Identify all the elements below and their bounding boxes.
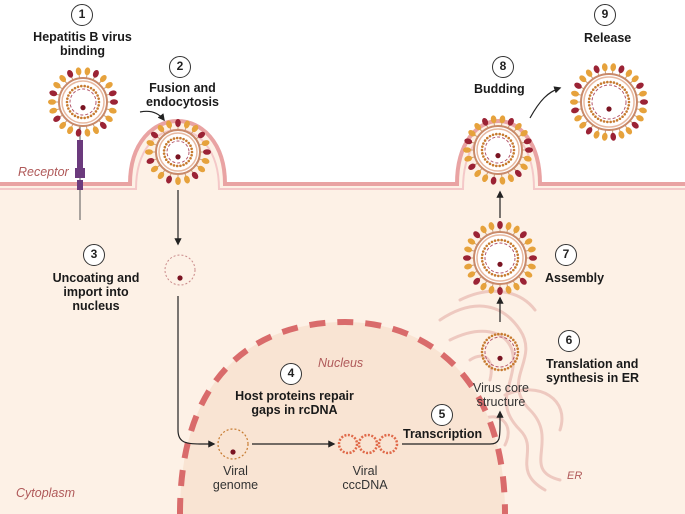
- step-9-number: 9: [594, 4, 616, 26]
- step-8-label: Budding: [474, 82, 525, 96]
- step-4-number: 4: [280, 363, 302, 385]
- step-7-number: 7: [555, 244, 577, 266]
- step-8-number: 8: [492, 56, 514, 78]
- viral-genome-label: Viral genome: [212, 464, 259, 492]
- step-3-label: Uncoating and import into nucleus: [52, 271, 140, 313]
- hbv-virion-binding: [48, 67, 118, 137]
- hbv-virion-budding: [463, 115, 533, 185]
- hbv-virion-released: [570, 63, 648, 141]
- step-6-number: 6: [558, 330, 580, 352]
- step-1-label: Hepatitis B virus binding: [33, 30, 132, 58]
- nucleus-label: Nucleus: [318, 356, 364, 370]
- nucleus: [180, 322, 505, 514]
- step-7-label: Assembly: [545, 271, 605, 285]
- step-4-label: Host proteins repair gaps in rcDNA: [235, 389, 354, 417]
- step-9-label: Release: [584, 31, 632, 45]
- step-2-label: Fusion and endocytosis: [146, 81, 219, 109]
- step-2-number: 2: [169, 56, 191, 78]
- step-5-number: 5: [431, 404, 453, 426]
- viral-genome-rcdna: [217, 428, 249, 460]
- virus-core-structure: [480, 332, 520, 372]
- hbv-virion-assembly: [463, 221, 537, 295]
- step-6-label: Translation and synthesis in ER: [546, 357, 640, 385]
- viral-cccdna-label: Viral cccDNA: [342, 464, 388, 492]
- receptor-protein: [75, 125, 85, 220]
- uncoated-capsid: [164, 254, 196, 286]
- pathway-arrows: [139, 86, 562, 448]
- step-1-number: 1: [71, 4, 93, 26]
- cell-membrane: [0, 119, 685, 186]
- endoplasmic-reticulum: [438, 289, 564, 492]
- step-3-number: 3: [83, 244, 105, 266]
- er-label: ER: [567, 470, 583, 482]
- receptor-label: Receptor: [18, 165, 69, 179]
- virus-core-label: Virus core structure: [472, 381, 530, 409]
- cytoplasm: [0, 121, 685, 514]
- nuclear-envelope: [177, 318, 508, 514]
- cytoplasm-label: Cytoplasm: [16, 486, 76, 500]
- hbv-virion-endocytosis: [145, 119, 211, 185]
- viral-cccdna: [337, 433, 399, 455]
- step-5-label: Transcription: [403, 427, 483, 441]
